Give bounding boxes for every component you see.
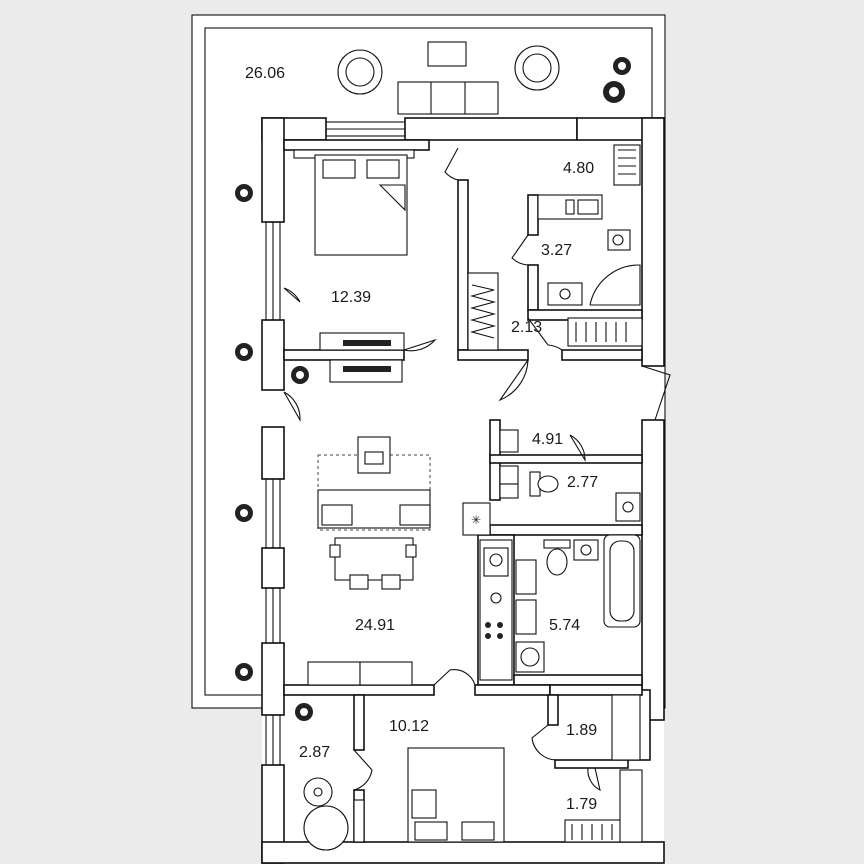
living-furniture: ✳ xyxy=(307,436,491,686)
interior-walls xyxy=(283,139,643,843)
room-area-label: 26.06 xyxy=(245,65,285,82)
room-area-label: 10.12 xyxy=(389,718,429,735)
svg-text:✳: ✳ xyxy=(471,513,481,527)
room-area-label: 1.89 xyxy=(566,722,597,739)
room-area-label: 1.79 xyxy=(566,796,597,813)
bedroom-2-furniture xyxy=(303,747,505,851)
room-area-label: 4.80 xyxy=(563,160,594,177)
plant-icons xyxy=(235,57,631,721)
terrace-furniture xyxy=(337,41,560,115)
room-labels: 26.06 12.39 4.80 3.27 2.13 4.91 2.77 24.… xyxy=(245,65,598,813)
doors xyxy=(283,147,671,792)
room-area-label: 2.77 xyxy=(567,474,598,491)
wc-fixtures xyxy=(499,429,641,522)
bathroom-main-fixtures xyxy=(543,534,641,628)
bathroom-top-fixtures xyxy=(537,194,641,306)
room-area-label: 12.39 xyxy=(331,289,371,306)
room-area-label: 2.13 xyxy=(511,319,542,336)
room-area-label: 5.74 xyxy=(549,617,580,634)
room-area-label: 4.91 xyxy=(532,431,563,448)
outer-walls xyxy=(261,117,665,864)
room-area-label: 2.87 xyxy=(299,744,330,761)
bedroom-1-furniture xyxy=(293,149,415,383)
room-area-label: 24.91 xyxy=(355,617,395,634)
wardrobes xyxy=(467,144,643,843)
windows xyxy=(265,121,406,766)
kitchen-unit xyxy=(479,539,545,681)
room-area-label: 3.27 xyxy=(541,242,572,259)
